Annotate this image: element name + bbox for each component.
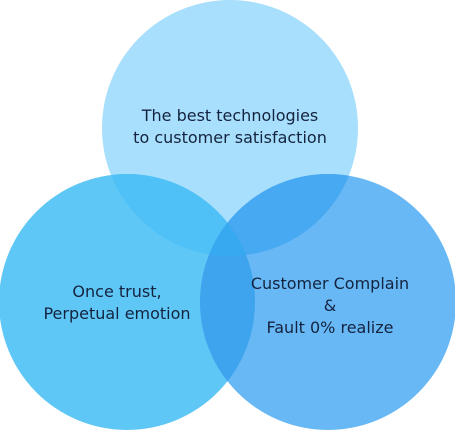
circle-top-line-2: to customer satisfaction [133, 128, 327, 147]
circle-top-label: The best technologies to customer satisf… [133, 105, 327, 149]
circle-right-line-3: Fault 0% realize [266, 318, 394, 337]
circle-left-label: Once trust, Perpetual emotion [43, 281, 190, 325]
circle-right-line-1: Customer Complain [250, 274, 410, 293]
circle-left-line-1: Once trust, [72, 282, 162, 301]
circle-left-line-2: Perpetual emotion [43, 304, 191, 323]
overlap-top-left [102, 174, 255, 256]
circle-right-line-2: & [323, 296, 337, 315]
circle-right-label: Customer Complain & Fault 0% realize [251, 273, 409, 339]
overlap-top-right [200, 174, 358, 256]
circle-top-line-1: The best technologies [141, 106, 319, 125]
